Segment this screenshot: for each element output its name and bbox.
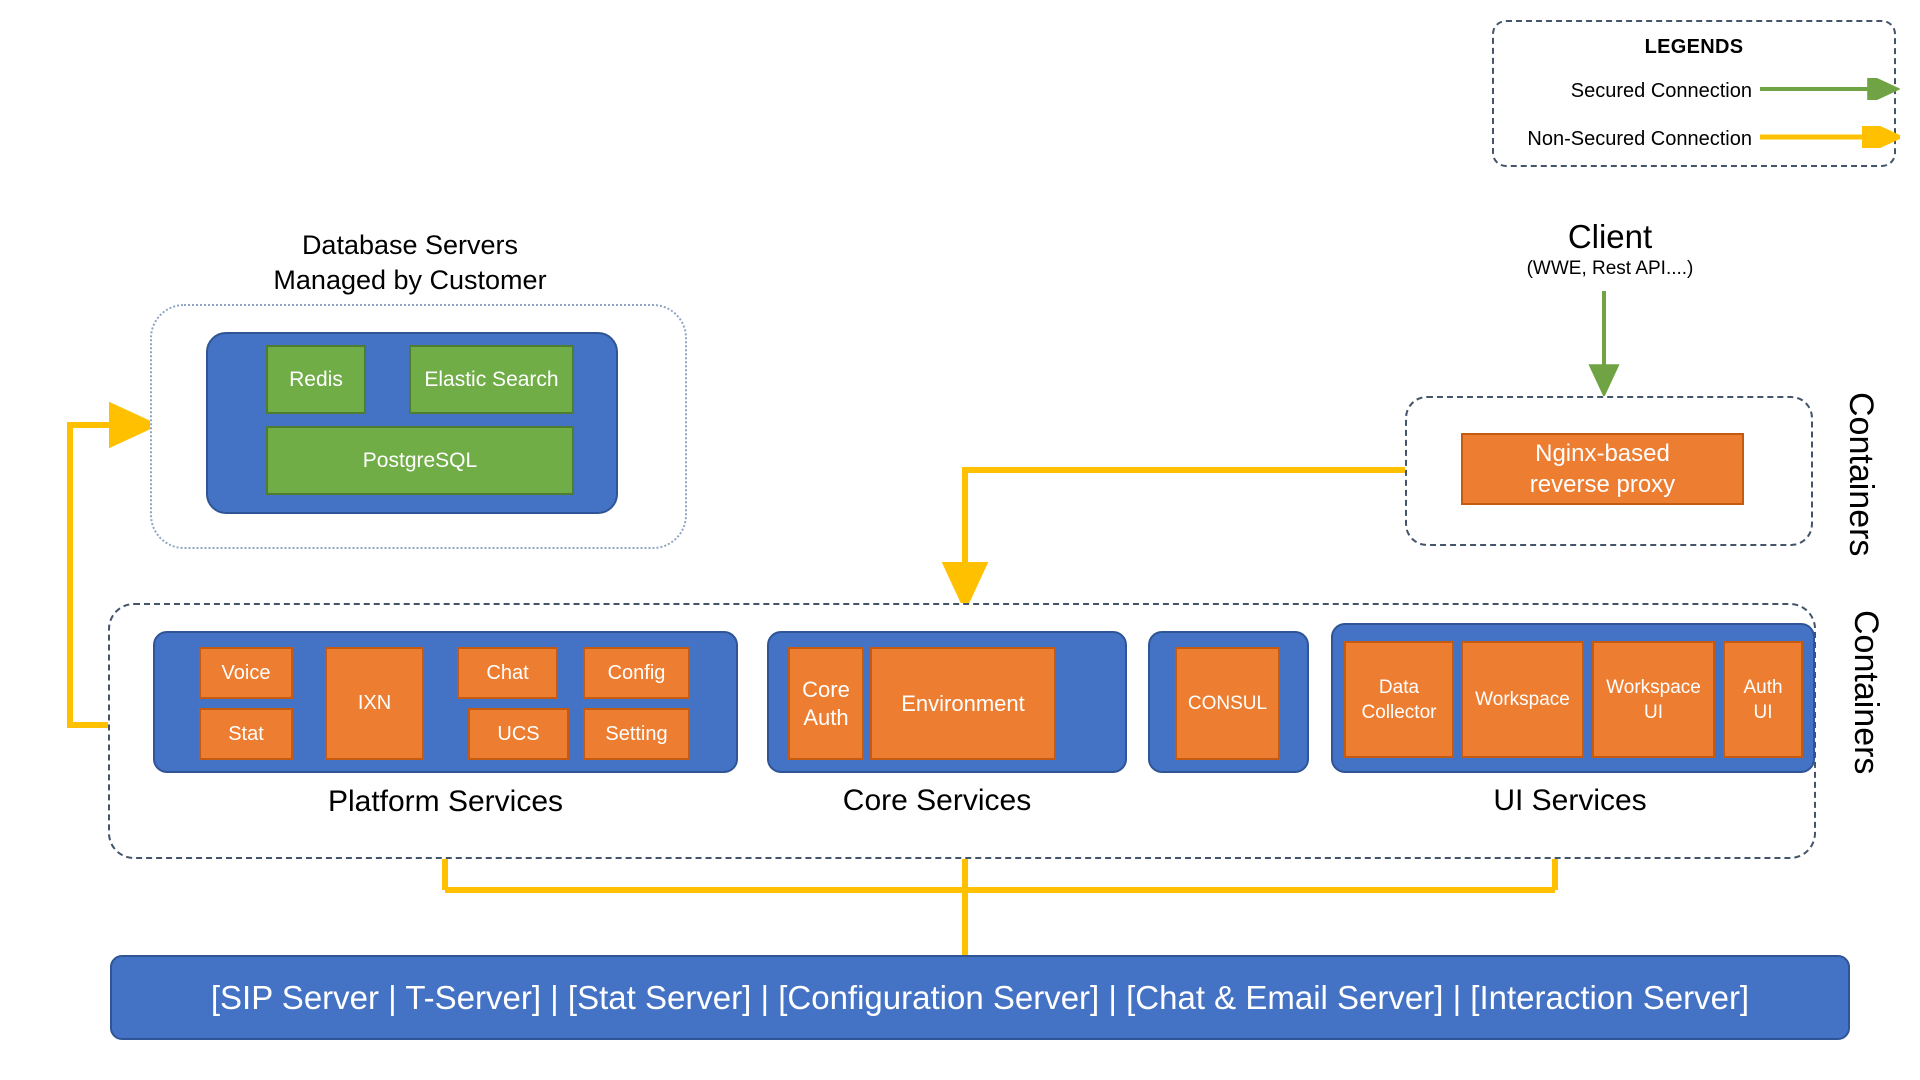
client-title: Client: [1567, 218, 1653, 255]
data-collector-label-line2: Collector: [1361, 701, 1437, 723]
legend-nonsecured-arrow-right-icon: [1760, 126, 1900, 148]
legend-label-secured-connection: Secured Connection: [1570, 80, 1752, 102]
consul-service[interactable]: CONSUL: [1175, 647, 1280, 760]
workspace-ui-label-line1: Workspace: [1606, 676, 1701, 698]
platform-service-ucs[interactable]: UCS: [468, 708, 569, 760]
core-service-environment[interactable]: Environment: [870, 647, 1056, 760]
database-item-postgresql[interactable]: PostgreSQL: [266, 426, 574, 495]
ui-services-caption: UI Services: [1493, 784, 1647, 817]
legend-secured-arrow-right-icon: [1760, 78, 1900, 100]
platform-service-config[interactable]: Config: [583, 647, 690, 699]
ui-service-auth-ui[interactable]: Auth UI: [1723, 641, 1803, 758]
containers-label-proxy: Containers: [1842, 392, 1880, 557]
core-auth-label-line1: Core: [802, 676, 850, 702]
database-item-elastic-search[interactable]: Elastic Search: [409, 345, 574, 414]
nginx-reverse-proxy-node[interactable]: Nginx-based reverse proxy: [1461, 433, 1744, 505]
legend-label-nonsecured-connection: Non-Secured Connection: [1527, 128, 1752, 150]
platform-service-chat[interactable]: Chat: [457, 647, 558, 699]
platform-service-stat[interactable]: Stat: [199, 708, 293, 760]
ui-service-data-collector[interactable]: Data Collector: [1344, 641, 1454, 758]
ui-service-workspace[interactable]: Workspace: [1461, 641, 1584, 758]
database-servers-title: Database Servers Managed by Customer: [160, 228, 660, 298]
core-service-core-auth[interactable]: Core Auth: [788, 647, 864, 760]
containers-label-services: Containers: [1847, 610, 1885, 775]
auth-ui-label-line1: Auth: [1743, 676, 1783, 698]
platform-services-caption: Platform Services: [327, 785, 564, 818]
data-collector-label-line1: Data: [1378, 676, 1420, 698]
client-subtitle: (WWE, Rest API....): [1526, 258, 1694, 279]
database-title-line1: Database Servers: [301, 230, 519, 260]
platform-service-voice[interactable]: Voice: [199, 647, 293, 699]
workspace-ui-label-line2: UI: [1644, 701, 1663, 723]
nginx-label-line1: Nginx-based: [1535, 440, 1670, 467]
database-title-line2: Managed by Customer: [273, 265, 547, 295]
platform-service-ixn[interactable]: IXN: [325, 647, 424, 760]
nginx-label-line2: reverse proxy: [1529, 471, 1676, 498]
database-item-redis[interactable]: Redis: [266, 345, 366, 414]
connector-proxy-to-services: [941, 467, 1405, 613]
core-services-caption: Core Services: [842, 784, 1032, 817]
legacy-server-bar[interactable]: [SIP Server | T-Server] | [Stat Server] …: [110, 955, 1850, 1040]
ui-service-workspace-ui[interactable]: Workspace UI: [1592, 641, 1715, 758]
core-auth-label-line2: Auth: [803, 704, 849, 730]
legend-title: LEGENDS: [1644, 36, 1744, 58]
platform-service-setting[interactable]: Setting: [583, 708, 690, 760]
auth-ui-label-line2: UI: [1753, 701, 1773, 723]
legend-panel: [1492, 20, 1896, 167]
